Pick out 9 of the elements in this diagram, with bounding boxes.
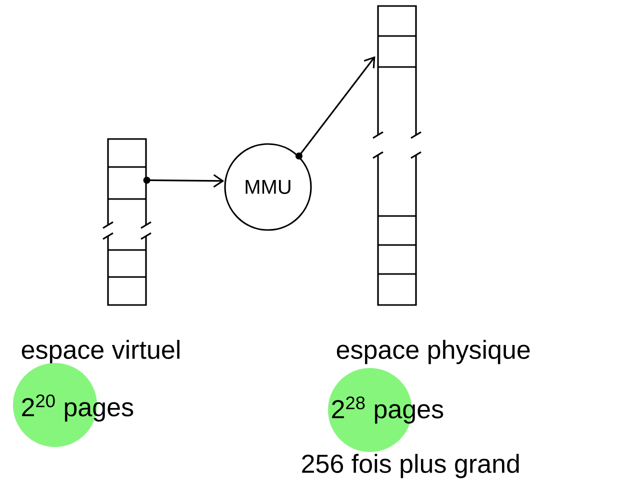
page-count-label: 2$^{28}$ pages — [332, 396, 444, 424]
space-label: espace physique — [336, 340, 530, 364]
space-label: espace virtuel — [22, 340, 180, 364]
size-ratio-label: 256 fois plus grand — [302, 454, 519, 478]
memory-column-drawing — [102, 138, 152, 306]
arrow — [295, 56, 376, 160]
arrow — [143, 174, 224, 188]
memory-column-drawing — [372, 5, 422, 306]
page-count-label: 2$^{20}$ pages — [22, 394, 134, 422]
